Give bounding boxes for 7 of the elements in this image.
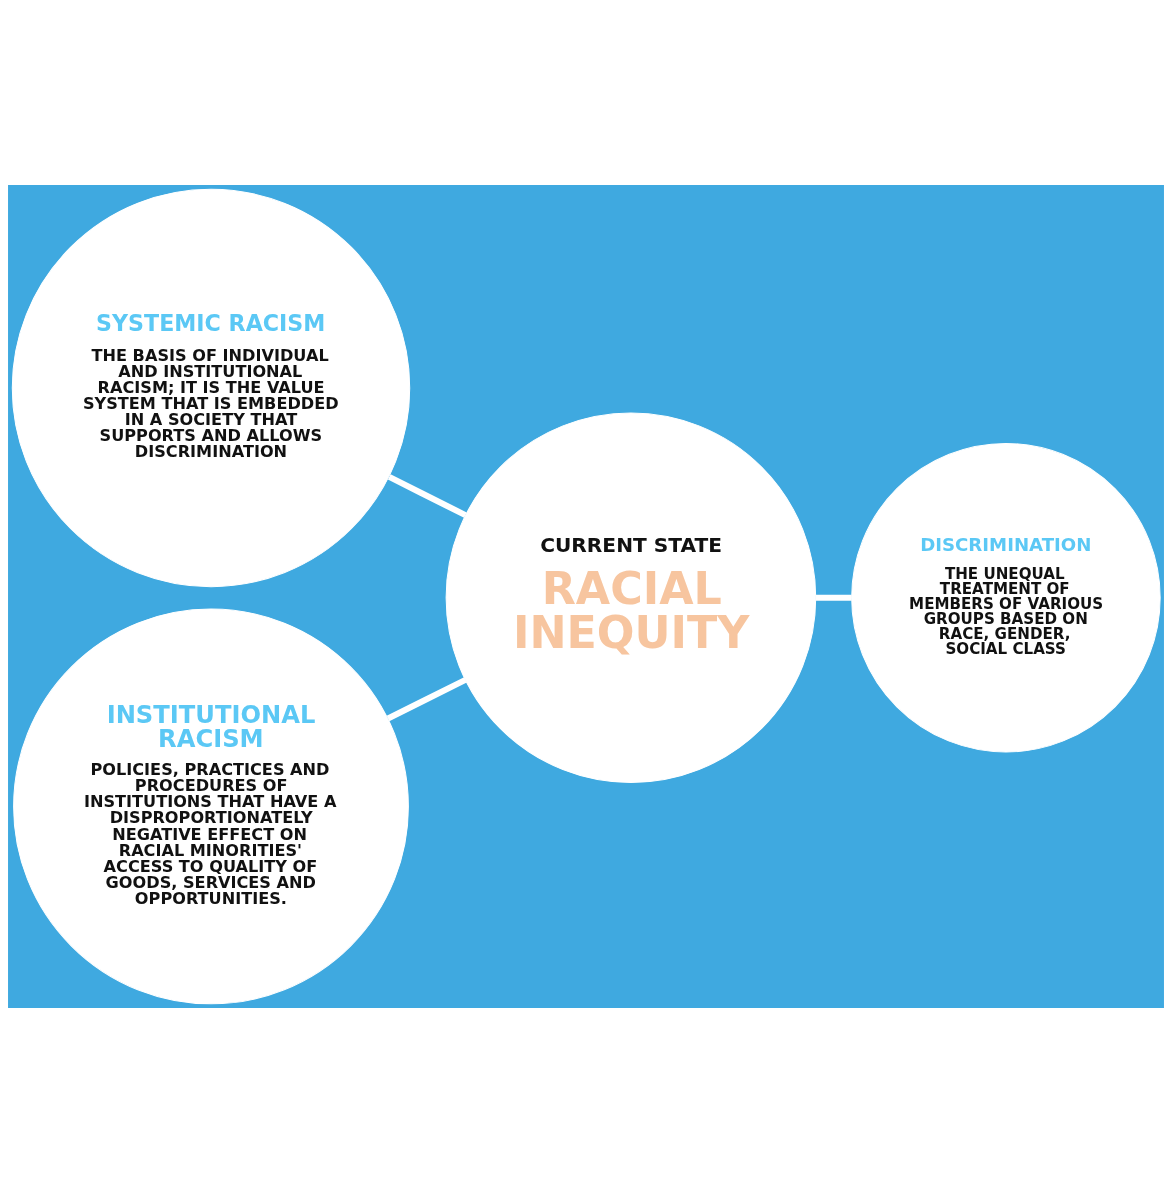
node-circle: SYSTEMIC RACISM THE BASIS OF INDIVIDUAL AND INSTITUTIONAL RACISM; IT IS THE VALUE SYSTEM THAT IS EMBEDDED IN A SOCIETY THAT SUPPORTS AND ALLOWS DISCRIMINATION	[11, 188, 411, 588]
connector	[815, 594, 852, 601]
connector	[387, 474, 467, 518]
connector	[386, 677, 467, 722]
node-circle: INSTITUTIONAL RACISM POLICIES, PRACTICES AND PROCEDURES OF INSTITUTIONS THAT HAVE A DISPROPORTIONATELY NEGATIVE EFFECT ON RACIAL MINORITIES' ACCESS TO QUALITY OF GOODS, SERVICES AND OPPORTUNITIES.	[13, 608, 409, 1005]
node-circle: DISCRIMINATION THE UNEQUAL TREATMENT OF MEMBERS OF VARIOUS GROUPS BASED ON RACE, GENDER, SOCIAL CLASS	[851, 442, 1161, 753]
node-circle: CURRENT STATE RACIAL INEQUITY	[445, 412, 817, 784]
